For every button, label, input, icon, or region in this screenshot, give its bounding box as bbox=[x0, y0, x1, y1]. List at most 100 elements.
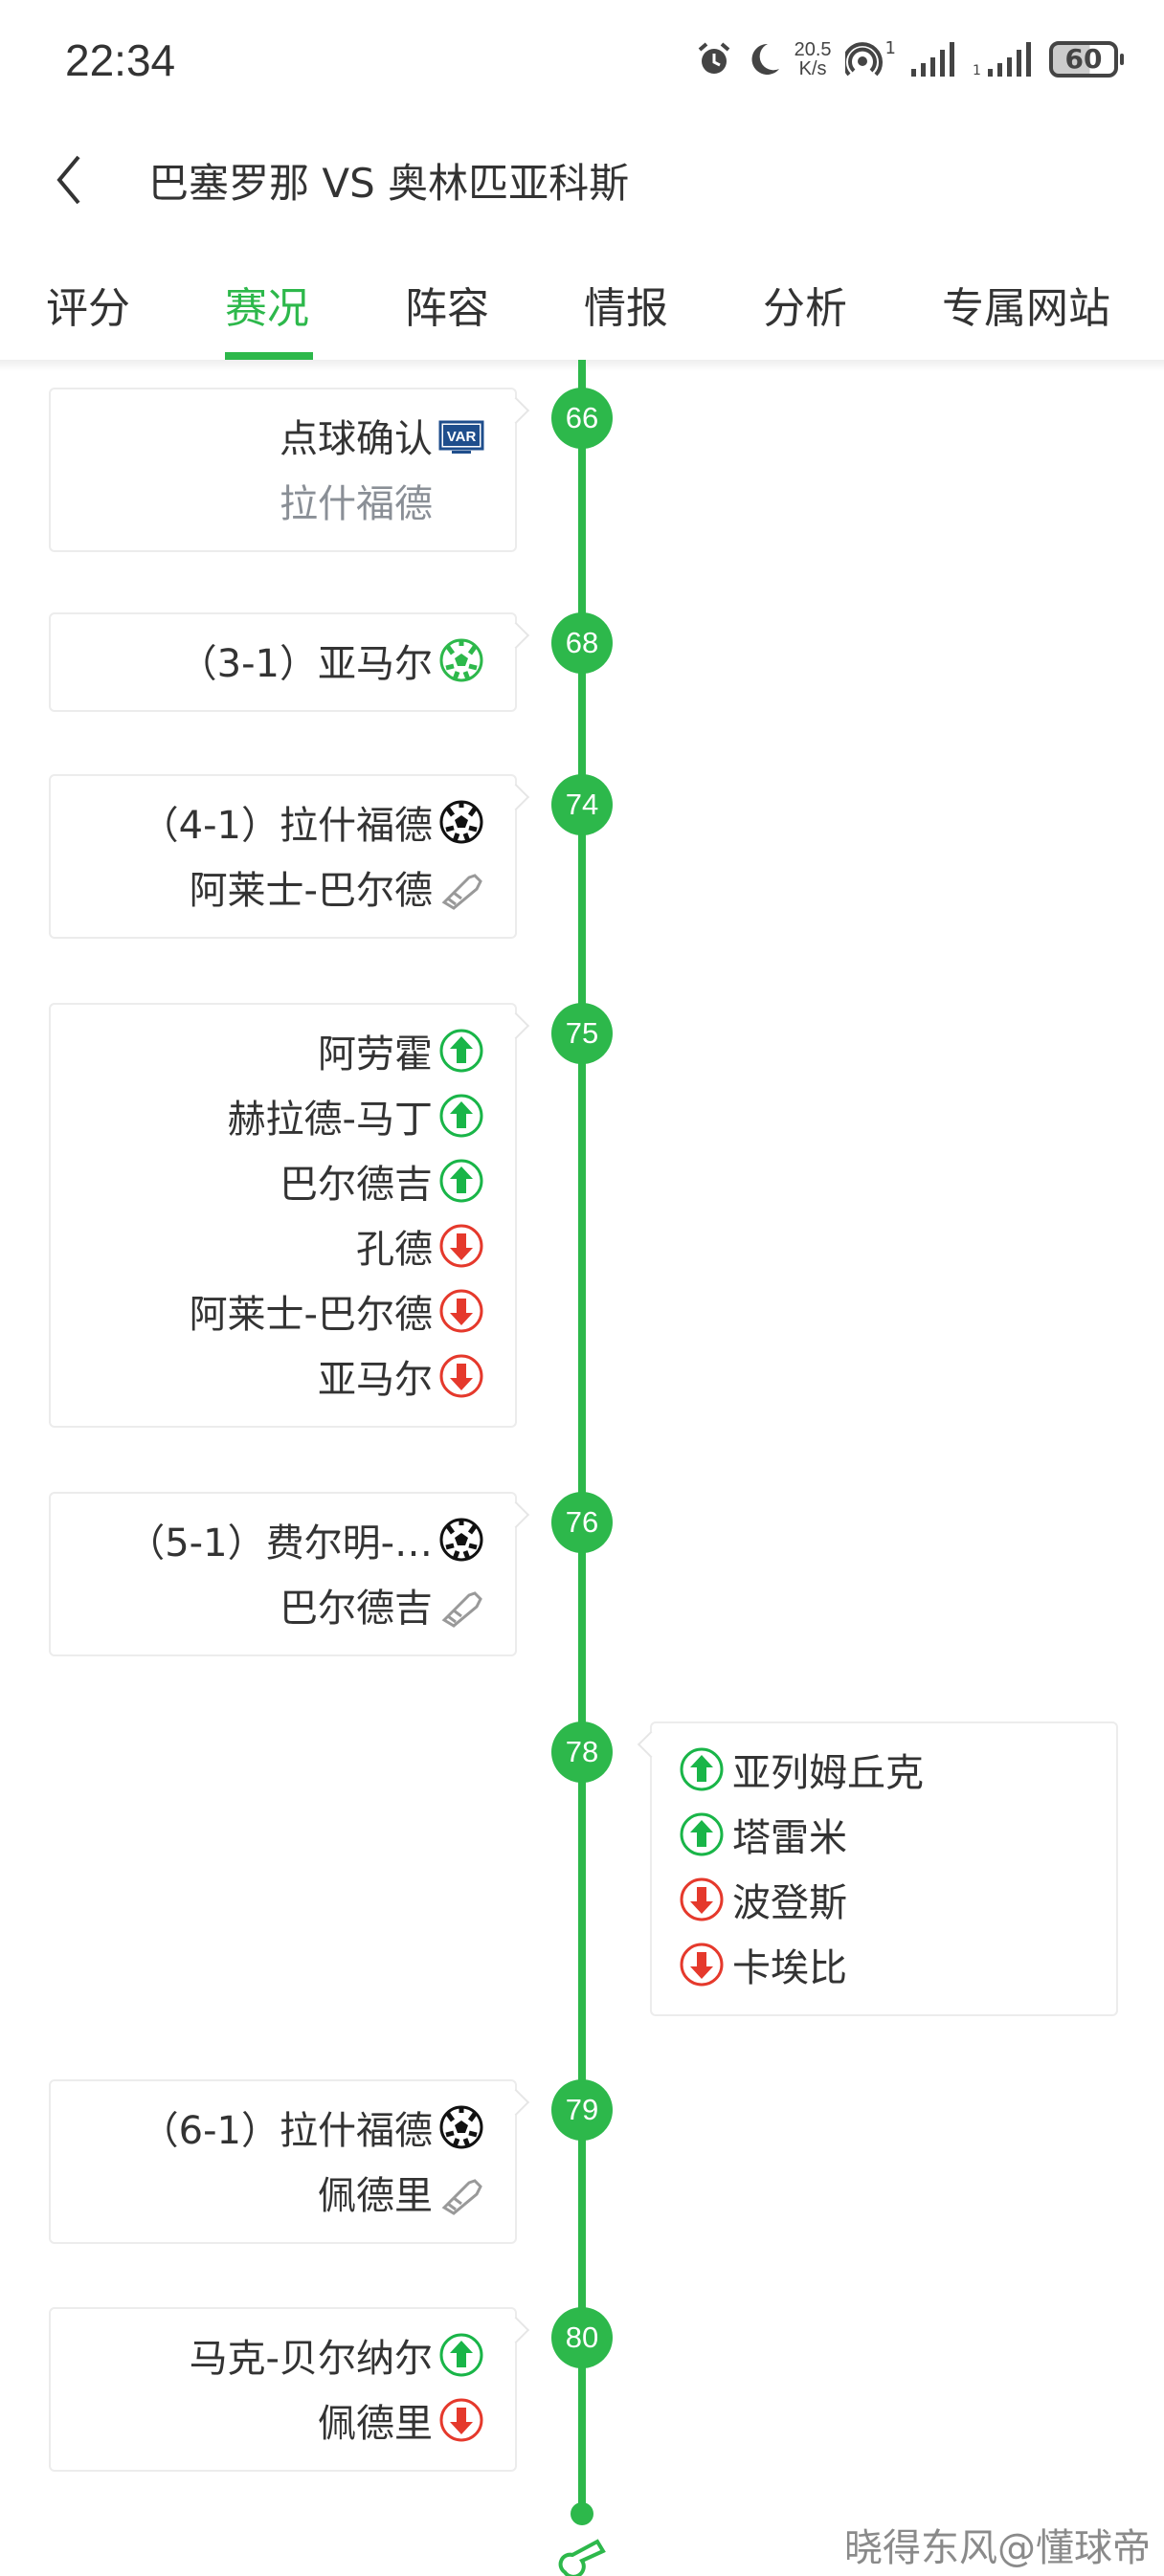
minute-badge: 66 bbox=[551, 388, 613, 449]
penalty-goal-icon bbox=[438, 637, 484, 683]
event-row: 亚马尔 bbox=[318, 1344, 484, 1409]
card-pointer bbox=[502, 783, 530, 811]
event-text: 卡埃比 bbox=[732, 1946, 847, 1990]
event-text: （6-1）拉什福德 bbox=[140, 2109, 433, 2153]
event-text: 波登斯 bbox=[732, 1881, 847, 1925]
tab-intel[interactable]: 情报 bbox=[584, 284, 668, 333]
event-card-80[interactable]: 马克-贝尔纳尔佩德里 bbox=[49, 2307, 530, 2472]
hotspot-icon bbox=[844, 42, 883, 77]
assist-boot-icon bbox=[438, 864, 484, 910]
event-row: 卡埃比 bbox=[679, 1932, 847, 1997]
goal-icon bbox=[438, 799, 484, 845]
event-text: （4-1）拉什福德 bbox=[140, 804, 433, 848]
event-card-75[interactable]: 阿劳霍赫拉德-马丁巴尔德吉孔德阿莱士-巴尔德亚马尔 bbox=[49, 1003, 530, 1428]
minute-badge: 68 bbox=[551, 612, 613, 674]
tab-live[interactable]: 赛况 bbox=[225, 284, 309, 333]
alarm-icon bbox=[698, 42, 729, 74]
goal-icon bbox=[438, 2104, 484, 2150]
event-row: 阿劳霍 bbox=[318, 1018, 484, 1083]
var-icon: VAR bbox=[438, 412, 484, 458]
minute-badge: 76 bbox=[551, 1492, 613, 1553]
blank-icon bbox=[438, 477, 484, 523]
hotspot-count: 1 bbox=[884, 37, 896, 58]
event-card-68[interactable]: （3-1）亚马尔 bbox=[49, 612, 530, 712]
event-row: （5-1）费尔明-… bbox=[126, 1507, 484, 1572]
event-text: 巴尔德吉 bbox=[280, 1163, 433, 1207]
event-card-74[interactable]: （4-1）拉什福德阿莱士-巴尔德 bbox=[49, 774, 530, 939]
event-card-76[interactable]: （5-1）费尔明-… 巴尔德吉 bbox=[49, 1492, 530, 1656]
sub-out-icon bbox=[438, 1223, 484, 1269]
sub-out-icon bbox=[679, 1942, 725, 1988]
event-text: （3-1）亚马尔 bbox=[178, 642, 433, 686]
event-row: 孔德 bbox=[356, 1213, 484, 1278]
battery-indicator: 60 bbox=[1049, 41, 1124, 78]
minute-badge: 75 bbox=[551, 1003, 613, 1064]
event-card-78[interactable]: 亚列姆丘克塔雷米波登斯卡埃比 bbox=[637, 1721, 1118, 2016]
minute-badge: 78 bbox=[551, 1721, 613, 1783]
event-card-79[interactable]: （6-1）拉什福德佩德里 bbox=[49, 2079, 530, 2244]
event-text: 塔雷米 bbox=[732, 1816, 847, 1860]
page-title: 巴塞罗那 VS 奥林匹亚科斯 bbox=[148, 160, 630, 207]
event-text: 拉什福德 bbox=[280, 482, 433, 526]
minute-badge: 80 bbox=[551, 2307, 613, 2368]
card-pointer bbox=[502, 2316, 530, 2344]
timeline-end-dot bbox=[571, 2502, 593, 2525]
event-text: 亚马尔 bbox=[318, 1358, 433, 1402]
event-text: 阿劳霍 bbox=[318, 1033, 433, 1077]
sub-in-icon bbox=[679, 1746, 725, 1792]
sub-in-icon bbox=[679, 1811, 725, 1857]
event-card-66[interactable]: 点球确认 VAR 拉什福德 bbox=[49, 388, 530, 552]
svg-text:1: 1 bbox=[973, 63, 981, 77]
whistle-icon bbox=[558, 2539, 606, 2576]
event-row: 佩德里 bbox=[318, 2387, 484, 2453]
sub-out-icon bbox=[438, 1353, 484, 1399]
minute-badge: 79 bbox=[551, 2079, 613, 2141]
sub-in-icon bbox=[438, 1158, 484, 1204]
tab-official-site[interactable]: 专属网站 bbox=[942, 284, 1110, 333]
event-row: 亚列姆丘克 bbox=[679, 1737, 924, 1802]
signal-icon bbox=[911, 42, 954, 77]
event-row: 马克-贝尔纳尔 bbox=[190, 2322, 484, 2387]
tab-bar: 评分 赛况 阵容 情报 分析 专属网站 bbox=[0, 274, 1164, 360]
event-text: 点球确认 bbox=[280, 417, 433, 461]
assist-boot-icon bbox=[438, 1582, 484, 1628]
card-pointer bbox=[637, 1730, 665, 1759]
card-pointer bbox=[502, 621, 530, 650]
card-pointer bbox=[502, 396, 530, 425]
event-row: （3-1）亚马尔 bbox=[179, 628, 484, 693]
tab-lineup[interactable]: 阵容 bbox=[405, 284, 489, 333]
signal-2-icon: 1 bbox=[973, 42, 1031, 77]
event-text: 孔德 bbox=[356, 1228, 433, 1272]
card-pointer bbox=[502, 1500, 530, 1529]
goal-icon bbox=[438, 1517, 484, 1563]
event-row: 巴尔德吉 bbox=[280, 1572, 484, 1637]
event-text: 阿莱士-巴尔德 bbox=[189, 1293, 433, 1337]
event-row: 佩德里 bbox=[318, 2160, 484, 2225]
svg-text:VAR: VAR bbox=[447, 429, 477, 445]
watermark: 晓得东风@懂球帝 bbox=[844, 2526, 1151, 2570]
moon-icon bbox=[751, 43, 779, 75]
tab-analysis[interactable]: 分析 bbox=[763, 284, 847, 333]
event-row: 阿莱士-巴尔德 bbox=[190, 855, 484, 920]
event-row: 波登斯 bbox=[679, 1867, 847, 1932]
event-text: 赫拉德-马丁 bbox=[227, 1098, 433, 1142]
card-pointer bbox=[502, 2088, 530, 2117]
status-time: 22:34 bbox=[65, 35, 176, 85]
event-row: （6-1）拉什福德 bbox=[141, 2095, 484, 2160]
sub-out-icon bbox=[438, 1288, 484, 1334]
event-text: （5-1）费尔明-… bbox=[126, 1521, 433, 1566]
sub-in-icon bbox=[438, 2332, 484, 2378]
event-row: 点球确认 VAR bbox=[280, 403, 484, 468]
event-row: 拉什福德 bbox=[280, 468, 484, 533]
tab-rating[interactable]: 评分 bbox=[46, 284, 130, 333]
event-row: 巴尔德吉 bbox=[280, 1148, 484, 1213]
back-button[interactable] bbox=[50, 153, 88, 207]
event-row: 阿莱士-巴尔德 bbox=[190, 1278, 484, 1344]
net-speed-value: 20.5 bbox=[794, 39, 832, 60]
event-text: 阿莱士-巴尔德 bbox=[189, 869, 433, 913]
event-text: 佩德里 bbox=[318, 2174, 433, 2218]
sub-out-icon bbox=[679, 1876, 725, 1922]
event-text: 亚列姆丘克 bbox=[732, 1751, 924, 1795]
